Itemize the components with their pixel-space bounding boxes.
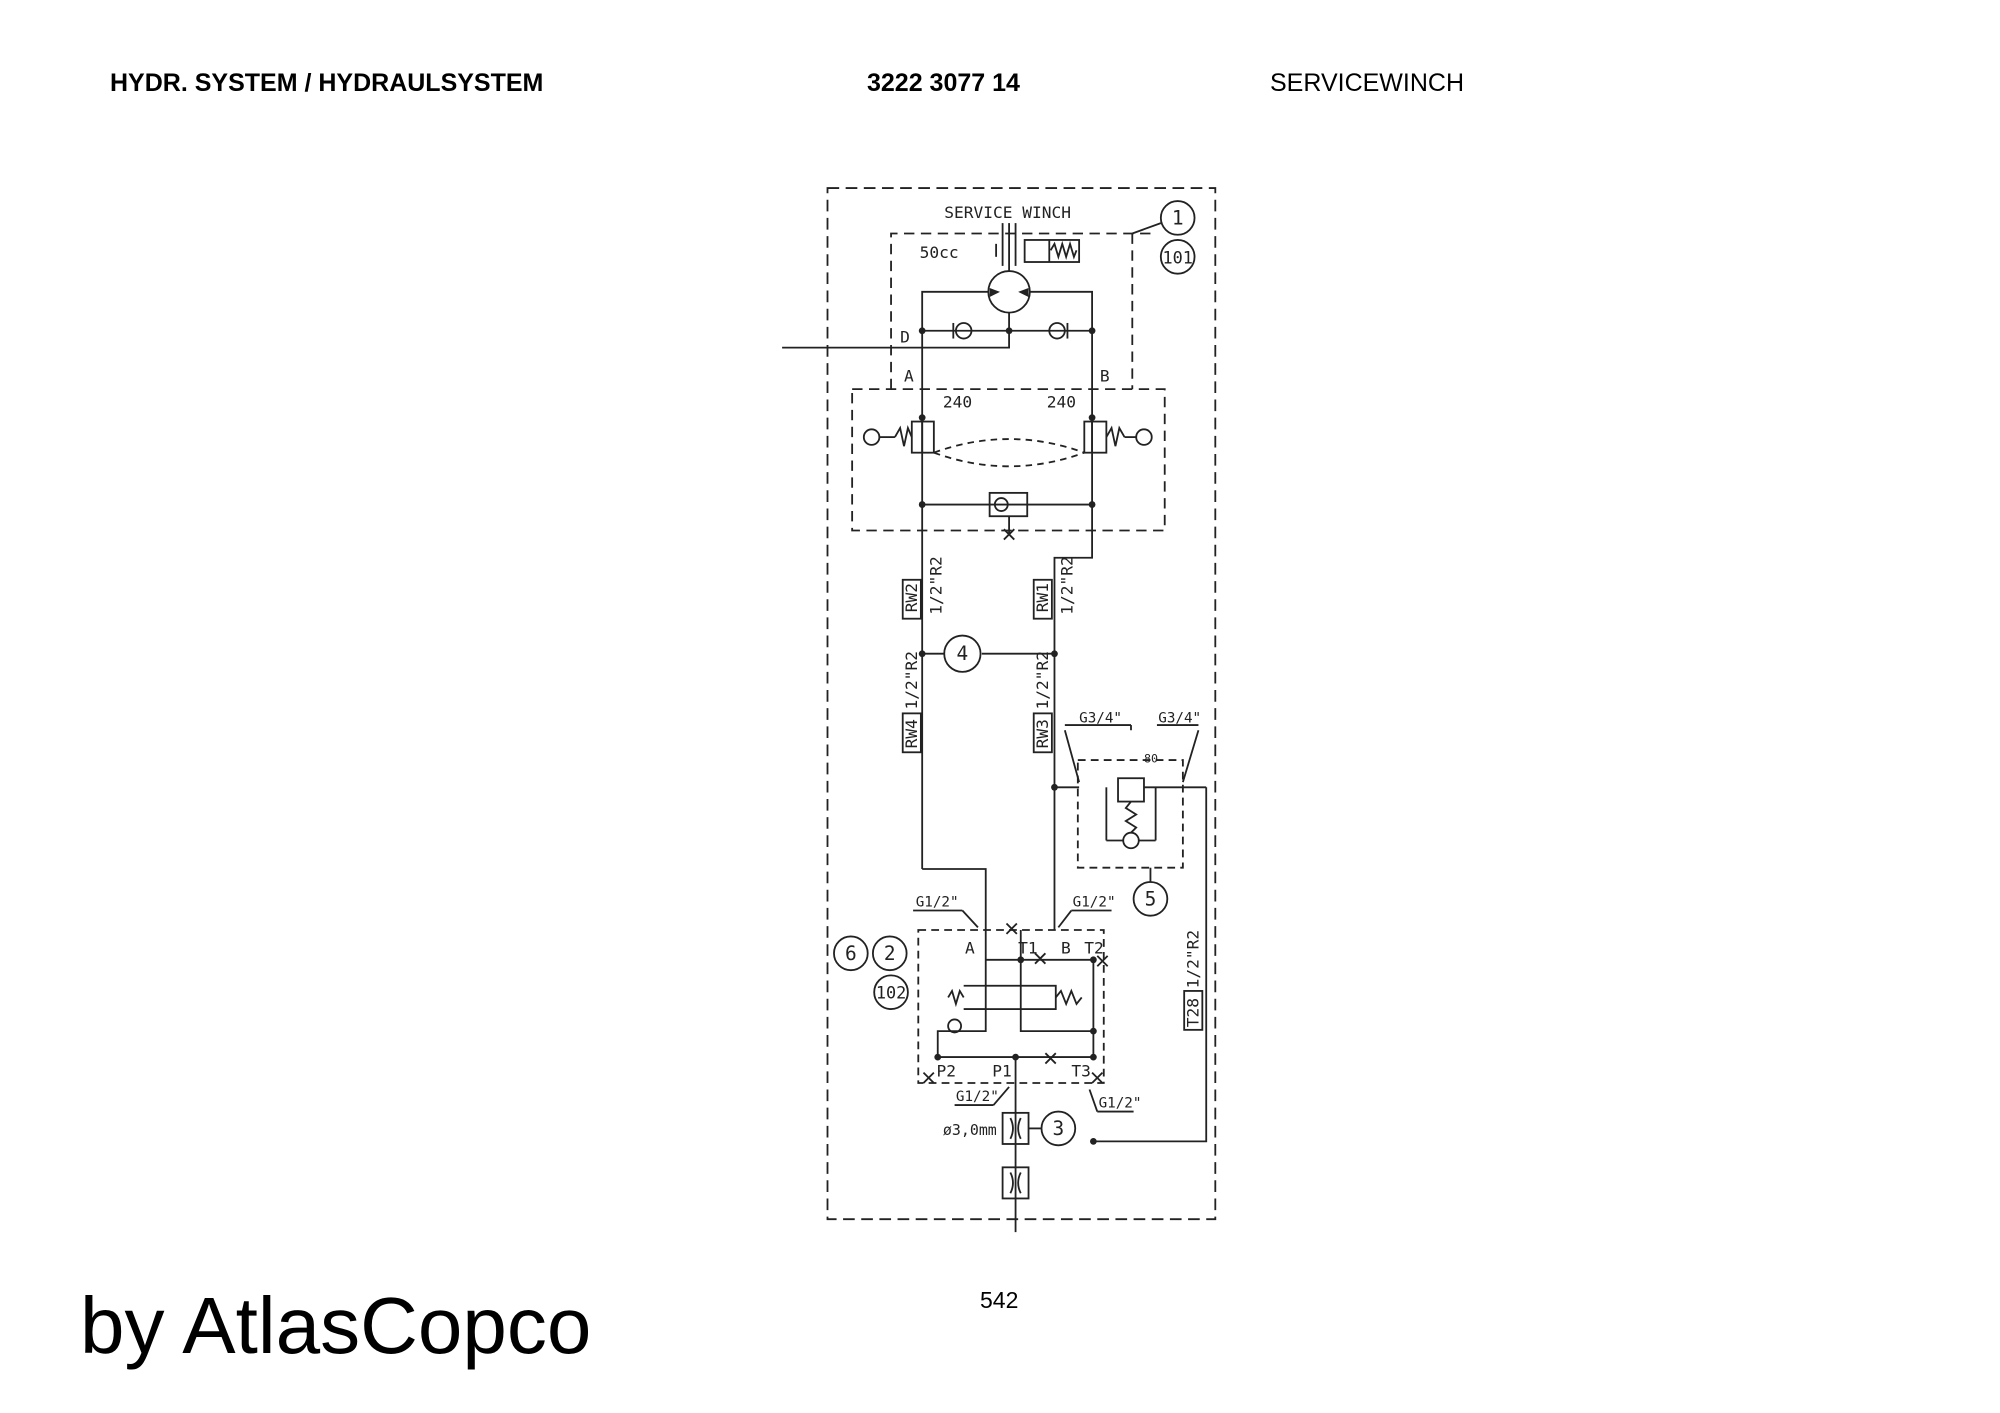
relief-b-setting: 240 [1047, 392, 1076, 411]
callout-102: 102 [876, 983, 906, 1003]
valve-port-t1: T1 [1018, 938, 1038, 957]
motor-displacement: 50cc [920, 243, 959, 262]
hose-rw2-spec: 1/2"R2 [927, 556, 946, 615]
valve-port-p1: P1 [992, 1062, 1012, 1081]
page-number: 542 [980, 1287, 1019, 1313]
valve-port-b: B [1061, 938, 1071, 957]
valve-port-t3: T3 [1071, 1062, 1091, 1081]
thread-label: G1/2" [956, 1089, 999, 1105]
drain-port-label: D [900, 327, 910, 346]
relief-valve-block [1076, 759, 1184, 869]
brake-valve-block [851, 388, 1166, 532]
callout-2: 2 [884, 942, 896, 965]
callout-101: 101 [1162, 247, 1192, 267]
hose-t28-spec: 1/2"R2 [1183, 930, 1202, 989]
relief-a-setting: 240 [943, 392, 972, 411]
thread-label: G1/2" [916, 895, 959, 911]
header-part-number: 3222 3077 14 [867, 69, 1020, 97]
system-boundary [826, 187, 1217, 1221]
callout-3: 3 [1053, 1117, 1065, 1140]
thread-label: G3/4" [1158, 710, 1201, 726]
callout-6: 6 [845, 942, 857, 965]
hose-t28: T28 [1183, 998, 1202, 1027]
orifice-label: ø3,0mm [943, 1121, 997, 1139]
relief-valve-setting: 80 [1144, 752, 1158, 766]
thread-label: G1/2" [1099, 1096, 1142, 1112]
valve-port-a: A [965, 938, 975, 957]
winch-block-label: SERVICE WINCH [944, 203, 1071, 222]
callout-1: 1 [1172, 206, 1184, 229]
hose-rw2: RW2 [902, 583, 921, 612]
hose-rw3: RW3 [1033, 719, 1052, 748]
watermark: by AtlasCopco [80, 1281, 592, 1370]
valve-port-p2: P2 [936, 1062, 956, 1081]
valve-port-t2: T2 [1084, 938, 1104, 957]
hose-rw1: RW1 [1033, 583, 1052, 612]
hose-rw3-spec: 1/2"R2 [1033, 651, 1052, 710]
thread-label: G3/4" [1079, 710, 1122, 726]
winch-module-boundary [890, 232, 1157, 390]
hose-rw1-spec: 1/2"R2 [1058, 556, 1077, 615]
callout-4: 4 [957, 642, 969, 665]
header-title: HYDR. SYSTEM / HYDRAULSYSTEM [110, 69, 544, 97]
port-b-label: B [1100, 366, 1110, 385]
directional-valve-block [917, 929, 1105, 1084]
header-subject: SERVICEWINCH [1270, 69, 1465, 97]
hose-rw4-spec: 1/2"R2 [902, 651, 921, 710]
hose-rw4: RW4 [902, 719, 921, 748]
callout-5: 5 [1145, 887, 1157, 910]
port-a-label: A [904, 366, 914, 385]
thread-label: G1/2" [1073, 895, 1116, 911]
